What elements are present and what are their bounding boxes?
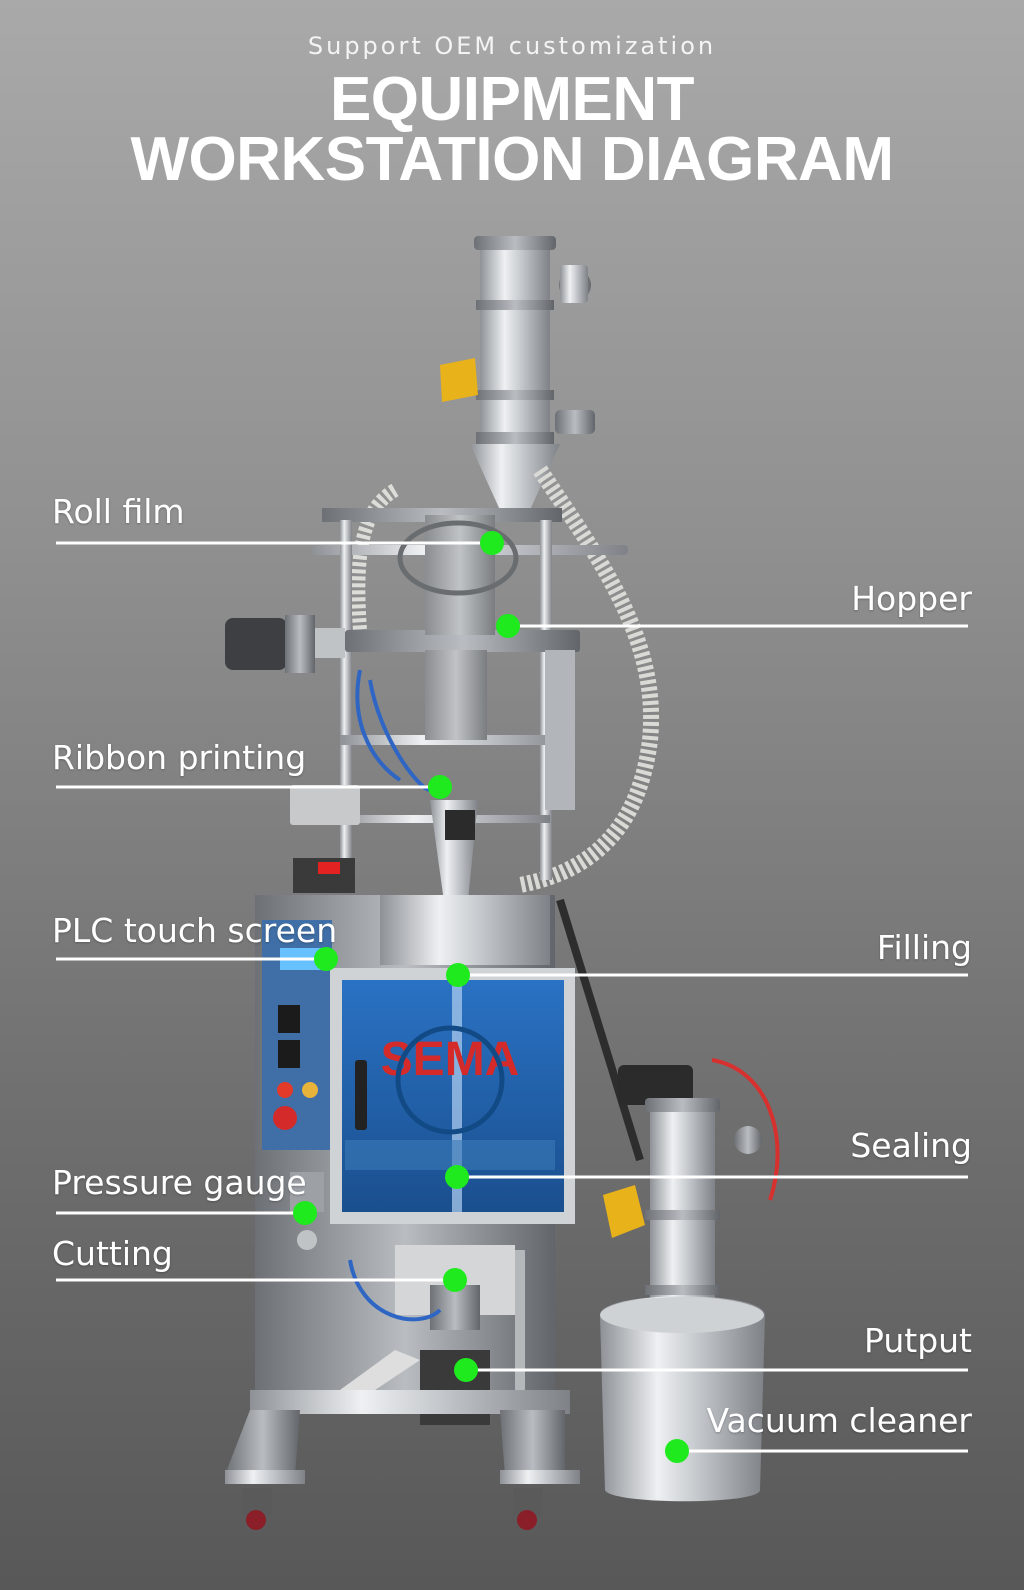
machine-base	[225, 1390, 580, 1530]
label-vacuum-cleaner: Vacuum cleaner	[706, 1401, 972, 1440]
marker-ribbon-printing[interactable]	[428, 775, 452, 799]
marker-pressure-gauge[interactable]	[293, 1201, 317, 1225]
label-filling: Filling	[876, 928, 972, 967]
subtitle: Support OEM customization	[307, 32, 717, 60]
markers	[293, 531, 689, 1463]
marker-plc-touch-screen[interactable]	[314, 947, 338, 971]
title-line-2: WORKSTATION DIAGRAM	[130, 125, 894, 194]
support-arm	[556, 898, 644, 1162]
label-hopper: Hopper	[851, 579, 972, 618]
marker-vacuum-cleaner[interactable]	[665, 1439, 689, 1463]
label-sealing: Sealing	[850, 1126, 972, 1165]
marker-putput[interactable]	[454, 1358, 478, 1382]
label-ribbon-printing: Ribbon printing	[52, 738, 307, 777]
label-plc-touch-screen: PLC touch screen	[52, 911, 338, 950]
label-putput: Putput	[864, 1321, 972, 1360]
marker-sealing[interactable]	[445, 1165, 469, 1189]
left-hose	[351, 483, 399, 631]
marker-cutting[interactable]	[443, 1268, 467, 1292]
marker-roll-film[interactable]	[480, 531, 504, 555]
marker-hopper[interactable]	[496, 614, 520, 638]
feeder-tube	[440, 236, 595, 510]
upper-frame	[225, 508, 628, 960]
title-line-1: EQUIPMENT	[329, 65, 695, 134]
arm-motor	[618, 1065, 693, 1105]
leader-lines	[56, 541, 968, 1453]
label-roll-film: Roll film	[52, 492, 185, 531]
page-title: EQUIPMENT WORKSTATION DIAGRAM	[0, 65, 1024, 194]
marker-filling[interactable]	[446, 963, 470, 987]
label-cutting: Cutting	[52, 1234, 173, 1273]
label-pressure-gauge: Pressure gauge	[52, 1163, 307, 1202]
